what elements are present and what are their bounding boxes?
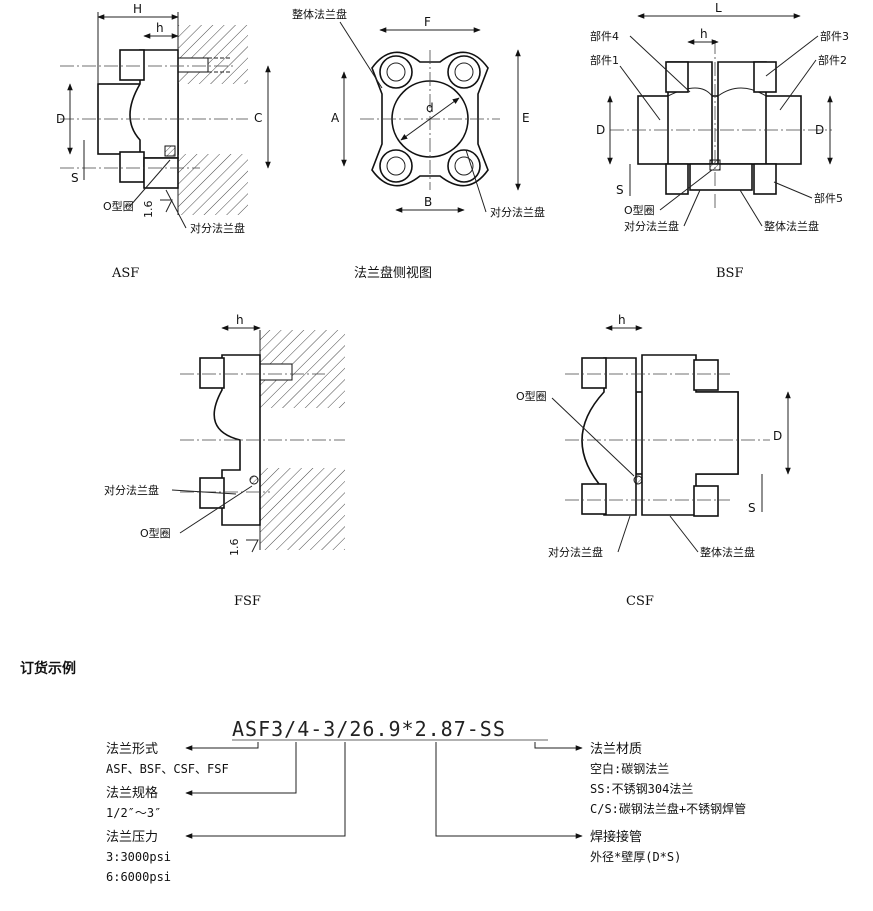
fsf-oring (249, 475, 259, 485)
bsf-dim-L: L (715, 1, 722, 15)
asf-dim-h: h (156, 21, 164, 35)
asf-dim-H: H (133, 2, 142, 16)
bsf-label-part5: 部件5 (814, 191, 843, 205)
bsf-dim-D-left: D (596, 123, 605, 137)
bsf-label-split-flange: 对分法兰盘 (624, 219, 679, 233)
bsf-bolt-part3 (753, 61, 777, 93)
asf-bolt-bottom (119, 151, 145, 183)
bsf-title: BSF (716, 266, 743, 281)
asf-oring (164, 145, 176, 157)
material-value-3: C/S:碳钢法兰盘+不锈钢焊管 (590, 801, 746, 816)
order-code: ASF3/4-3/26.9*2.87-SS (232, 717, 506, 741)
pressure-title: 法兰压力 (106, 830, 158, 845)
csf-oring (633, 475, 643, 485)
side-dim-d: d (426, 101, 434, 115)
side-label-split-flange: 对分法兰盘 (490, 205, 545, 219)
csf-split-flange-body (581, 357, 637, 516)
bsf-dim-S: S (616, 183, 624, 197)
material-value-2: SS:不锈钢304法兰 (590, 782, 693, 796)
asf-dim-S: S (71, 171, 79, 185)
size-value: 1/2″～3″ (106, 806, 161, 820)
fsf-title: FSF (234, 594, 261, 609)
csf-label-oring: O型圈 (516, 389, 547, 403)
fsf-dim-h: h (236, 313, 244, 327)
asf-title: ASF (111, 266, 139, 281)
form-title: 法兰形式 (106, 742, 158, 757)
csf-dim-S: S (748, 501, 756, 515)
asf-label-split-flange: 对分法兰盘 (190, 221, 245, 235)
bsf-label-part3: 部件3 (820, 29, 849, 43)
fsf-label-oring: O型圈 (140, 526, 171, 540)
csf-label-whole-flange: 整体法兰盘 (700, 545, 755, 559)
asf-label-oring: O型圈 (103, 199, 134, 213)
bsf-dim-h: h (700, 27, 708, 41)
bsf-label-part2: 部件2 (818, 53, 847, 67)
fsf-roughness: 1.6 (228, 539, 241, 557)
order-example: 订货示例 ASF3/4-3/26.9*2.87-SS 法兰形式 ASF、BSF、… (20, 660, 746, 884)
bsf-dim-D-right: D (815, 123, 824, 137)
asf-drawing: H h D C S 1.6 O型圈 对分法兰盘 ASF (56, 2, 271, 281)
bsf-drawing: L h D D S 部件4 部件1 部件3 部件2 部件5 O型圈 对分法兰盘 … (590, 1, 849, 281)
asf-bolt-top (119, 49, 145, 81)
side-label-whole-flange: 整体法兰盘 (292, 7, 347, 21)
weld-title: 焊接接管 (590, 829, 642, 845)
side-view-title: 法兰盘侧视图 (354, 265, 432, 281)
order-example-heading: 订货示例 (20, 660, 76, 677)
material-title: 法兰材质 (590, 742, 642, 757)
fsf-drawing: h 对分法兰盘 O型圈 1.6 FSF (104, 313, 345, 609)
side-dim-E: E (522, 111, 530, 125)
asf-dim-D: D (56, 112, 65, 126)
side-dim-B: B (424, 195, 432, 209)
size-title: 法兰规格 (106, 785, 158, 801)
csf-title: CSF (626, 594, 654, 609)
fsf-flange-body (213, 354, 261, 526)
csf-dim-h: h (618, 313, 626, 327)
side-dim-F: F (424, 15, 431, 29)
side-view-drawing: d F A E B 整体法兰盘 对分法兰盘 法兰盘侧视图 (292, 7, 545, 281)
material-value-1: 空白:碳钢法兰 (590, 761, 669, 776)
bsf-label-oring: O型圈 (624, 203, 655, 217)
weld-value: 外径*壁厚(D*S) (590, 849, 681, 864)
csf-drawing: h D S O型圈 对分法兰盘 整体法兰盘 CSF (516, 313, 791, 609)
csf-whole-flange-body (641, 354, 739, 516)
side-dim-A: A (331, 111, 340, 125)
csf-label-split-flange: 对分法兰盘 (548, 545, 603, 559)
form-value: ASF、BSF、CSF、FSF (106, 762, 229, 776)
fsf-label-split-flange: 对分法兰盘 (104, 483, 159, 497)
bsf-label-whole-flange: 整体法兰盘 (764, 219, 819, 233)
asf-roughness: 1.6 (142, 201, 155, 219)
bsf-label-part1: 部件1 (590, 53, 619, 67)
bsf-label-part4: 部件4 (590, 29, 619, 43)
asf-dim-C: C (254, 111, 262, 125)
bsf-bolt-part5 (753, 163, 777, 195)
pressure-value-1: 3:3000psi (106, 850, 171, 864)
csf-dim-D: D (773, 429, 782, 443)
pressure-value-2: 6:6000psi (106, 870, 171, 884)
